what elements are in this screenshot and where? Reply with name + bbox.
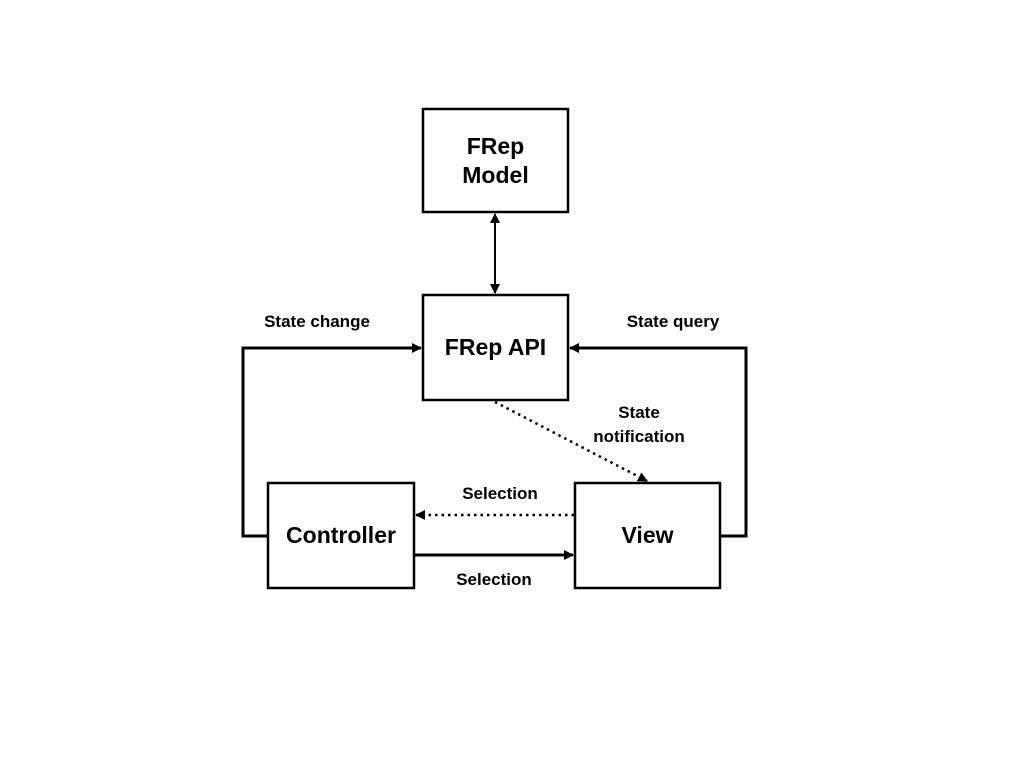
controller-label: Controller <box>286 522 396 549</box>
state-notification-label: State notification <box>593 403 685 446</box>
state-query-arrow <box>569 343 748 538</box>
selection-bottom-label: Selection <box>456 570 532 589</box>
state-query-label: State query <box>626 312 720 331</box>
frep-model-label: FRep Model <box>462 132 529 188</box>
state-change-arrow <box>241 343 422 538</box>
frep-api-label: FRep API <box>444 334 547 361</box>
selection-top-label: Selection <box>462 484 538 503</box>
state-change-label: State change <box>264 312 370 331</box>
frep-api-box <box>421 293 570 402</box>
frep-model-box <box>421 107 570 214</box>
view-label: View <box>621 522 674 549</box>
state-notification-arrow <box>494 400 648 483</box>
